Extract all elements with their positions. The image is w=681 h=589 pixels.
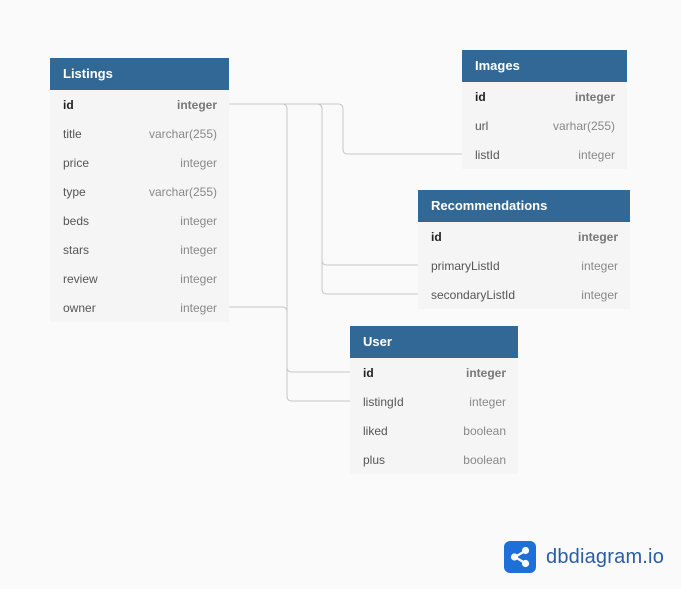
- field-row-listid[interactable]: listId integer: [462, 140, 627, 169]
- field-row-listingid[interactable]: listingId integer: [350, 387, 518, 416]
- share-network-icon: [504, 541, 536, 573]
- field-row-price[interactable]: price integer: [50, 148, 229, 177]
- field-type: boolean: [463, 423, 506, 438]
- field-name: primaryListId: [431, 258, 500, 273]
- table-user[interactable]: User id integer listingId integer liked boole…: [350, 326, 518, 474]
- field-row-primarylistid[interactable]: primaryListId integer: [418, 251, 630, 280]
- table-header[interactable]: Recommendations: [418, 190, 630, 222]
- field-row-title[interactable]: title varchar(255): [50, 119, 229, 148]
- field-row-id[interactable]: id integer: [462, 82, 627, 111]
- field-row-liked[interactable]: liked boolean: [350, 416, 518, 445]
- field-type: integer: [581, 287, 618, 302]
- field-name: type: [63, 184, 86, 199]
- field-type: varchar(255): [148, 126, 217, 141]
- field-name: url: [475, 118, 489, 133]
- table-listings[interactable]: Listings id integer title varchar(255) price…: [50, 58, 229, 322]
- field-name: title: [63, 126, 82, 141]
- relation-line-1: [229, 103, 418, 266]
- field-type: integer: [180, 242, 217, 257]
- field-row-owner[interactable]: owner integer: [50, 293, 229, 322]
- field-row-stars[interactable]: stars integer: [50, 235, 229, 264]
- field-type: integer: [574, 89, 615, 104]
- relation-line-0: [229, 103, 462, 155]
- field-name: review: [63, 271, 98, 286]
- field-type: varhar(255): [552, 118, 615, 133]
- table-images[interactable]: Images id integer url varhar(255) listId inte…: [462, 50, 627, 169]
- table-header[interactable]: Listings: [50, 58, 229, 90]
- field-name: owner: [63, 300, 96, 315]
- field-name: listingId: [363, 394, 404, 409]
- field-name: id: [63, 97, 74, 112]
- field-name: secondaryListId: [431, 287, 516, 302]
- field-type: varchar(255): [148, 184, 217, 199]
- field-row-beds[interactable]: beds integer: [50, 206, 229, 235]
- field-row-id[interactable]: id integer: [350, 358, 518, 387]
- field-row-type[interactable]: type varchar(255): [50, 177, 229, 206]
- brand[interactable]: dbdiagram.io: [504, 541, 664, 573]
- field-name: liked: [363, 423, 388, 438]
- table-header[interactable]: User: [350, 326, 518, 358]
- field-row-url[interactable]: url varhar(255): [462, 111, 627, 140]
- field-type: integer: [581, 258, 618, 273]
- relation-line-3: [229, 103, 350, 402]
- field-row-review[interactable]: review integer: [50, 264, 229, 293]
- field-name: beds: [63, 213, 90, 228]
- field-name: stars: [63, 242, 90, 257]
- table-recommendations[interactable]: Recommendations id integer primaryListId in…: [418, 190, 630, 309]
- field-name: price: [63, 155, 90, 170]
- field-name: plus: [363, 452, 386, 467]
- field-type: integer: [469, 394, 506, 409]
- field-type: integer: [176, 97, 217, 112]
- table-header[interactable]: Images: [462, 50, 627, 82]
- field-name: id: [363, 365, 374, 380]
- brand-name: dbdiagram.io: [546, 545, 665, 568]
- field-row-id[interactable]: id integer: [418, 222, 630, 251]
- relation-line-4: [229, 306, 350, 373]
- field-type: integer: [180, 213, 217, 228]
- field-row-plus[interactable]: plus boolean: [350, 445, 518, 474]
- field-type: boolean: [463, 452, 506, 467]
- field-type: integer: [180, 155, 217, 170]
- field-row-secondarylistid[interactable]: secondaryListId integer: [418, 280, 630, 309]
- relation-line-2: [229, 103, 418, 295]
- field-name: id: [475, 89, 486, 104]
- field-type: integer: [180, 300, 217, 315]
- field-name: listId: [475, 147, 500, 162]
- field-type: integer: [465, 365, 506, 380]
- field-row-id[interactable]: id integer: [50, 90, 229, 119]
- field-type: integer: [577, 229, 618, 244]
- field-type: integer: [180, 271, 217, 286]
- field-name: id: [431, 229, 442, 244]
- field-type: integer: [578, 147, 615, 162]
